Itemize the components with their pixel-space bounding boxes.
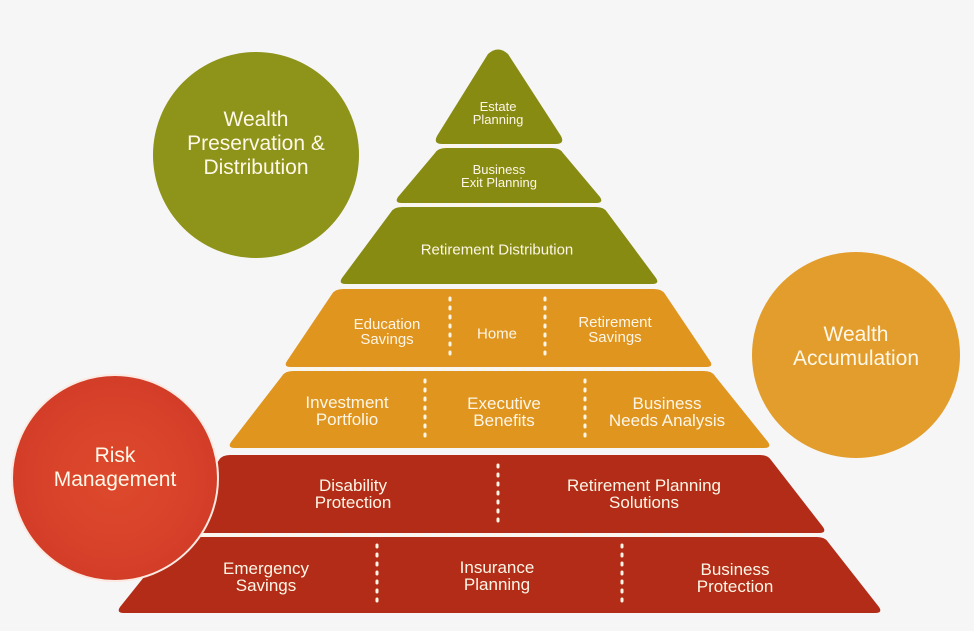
label-line: Business: [700, 560, 770, 579]
cell-business-needs-analysis: Business Needs Analysis: [609, 395, 725, 429]
cell-education-savings: Education Savings: [354, 317, 421, 347]
cell-disability-protection: Disability Protection: [315, 477, 392, 511]
label-line: Disability: [318, 476, 388, 495]
cell-executive-benefits: Executive Benefits: [467, 395, 541, 429]
cell-investment-portfolio: Investment Portfolio: [305, 394, 388, 428]
label-line: Exit Planning: [461, 175, 537, 190]
label-line: Protection: [696, 577, 774, 596]
label-line: Education: [353, 316, 421, 333]
label-line: Investment: [305, 393, 389, 412]
cell-home: Home: [477, 327, 517, 342]
tier-business-exit-planning: Business Exit Planning: [461, 163, 537, 189]
label-line: Savings: [360, 331, 414, 348]
cell-insurance-planning: Insurance Planning: [460, 559, 535, 593]
label-line: Wealth: [823, 322, 889, 346]
label-line: Savings: [588, 329, 642, 346]
label-line: Emergency: [223, 559, 309, 578]
cell-retirement-planning-solutions: Retirement Planning Solutions: [567, 477, 721, 511]
label-line: Distribution: [203, 156, 309, 180]
label-line: Retirement: [578, 314, 652, 331]
label-line: Accumulation: [792, 347, 920, 370]
label-line: Executive: [467, 394, 541, 413]
label-line: Management: [53, 468, 177, 491]
label-line: Retirement Distribution: [420, 241, 574, 259]
label-line: Needs Analysis: [608, 411, 726, 430]
label-line: Estate: [479, 99, 517, 114]
circle-wealth-accumulation: Wealth Accumulation: [752, 252, 960, 458]
label-line: Preservation &: [187, 131, 325, 155]
tier-shape-risk-bottom: [118, 537, 881, 613]
cell-retirement-savings: Retirement Savings: [578, 315, 651, 345]
tier-shape-accumulation-bottom: [229, 371, 770, 448]
label-line: Wealth: [223, 107, 289, 131]
label-line: Home: [476, 325, 518, 343]
cell-business-protection: Business Protection: [697, 561, 774, 595]
cell-emergency-savings: Emergency Savings: [223, 560, 309, 594]
label-line: Business: [472, 162, 526, 177]
circle-risk-management: Risk Management: [11, 374, 219, 582]
label-line: Portfolio: [315, 410, 379, 429]
label-line: Insurance: [459, 558, 535, 577]
label-line: Business: [632, 394, 702, 413]
label-line: Retirement Planning: [566, 476, 722, 495]
tier-shape-business-exit-planning: [396, 148, 602, 203]
label-line: Risk: [94, 443, 136, 467]
tier-shape-retirement-distribution: [340, 207, 658, 284]
circle-wealth-preservation-distribution: Wealth Preservation & Distribution: [153, 52, 359, 258]
label-line: Savings: [235, 576, 297, 595]
label-line: Protection: [314, 493, 392, 512]
label-line: Planning: [463, 575, 531, 594]
tier-estate-planning: Estate Planning: [473, 100, 524, 126]
tier-shape-risk-top: [175, 455, 825, 533]
tier-shape-estate-planning: [435, 49, 563, 144]
label-line: Solutions: [609, 493, 679, 512]
label-line: Planning: [472, 112, 524, 127]
tier-retirement-distribution: Retirement Distribution: [421, 243, 574, 258]
label-line: Benefits: [473, 411, 535, 430]
tier-shape-accumulation-top: [285, 289, 712, 367]
